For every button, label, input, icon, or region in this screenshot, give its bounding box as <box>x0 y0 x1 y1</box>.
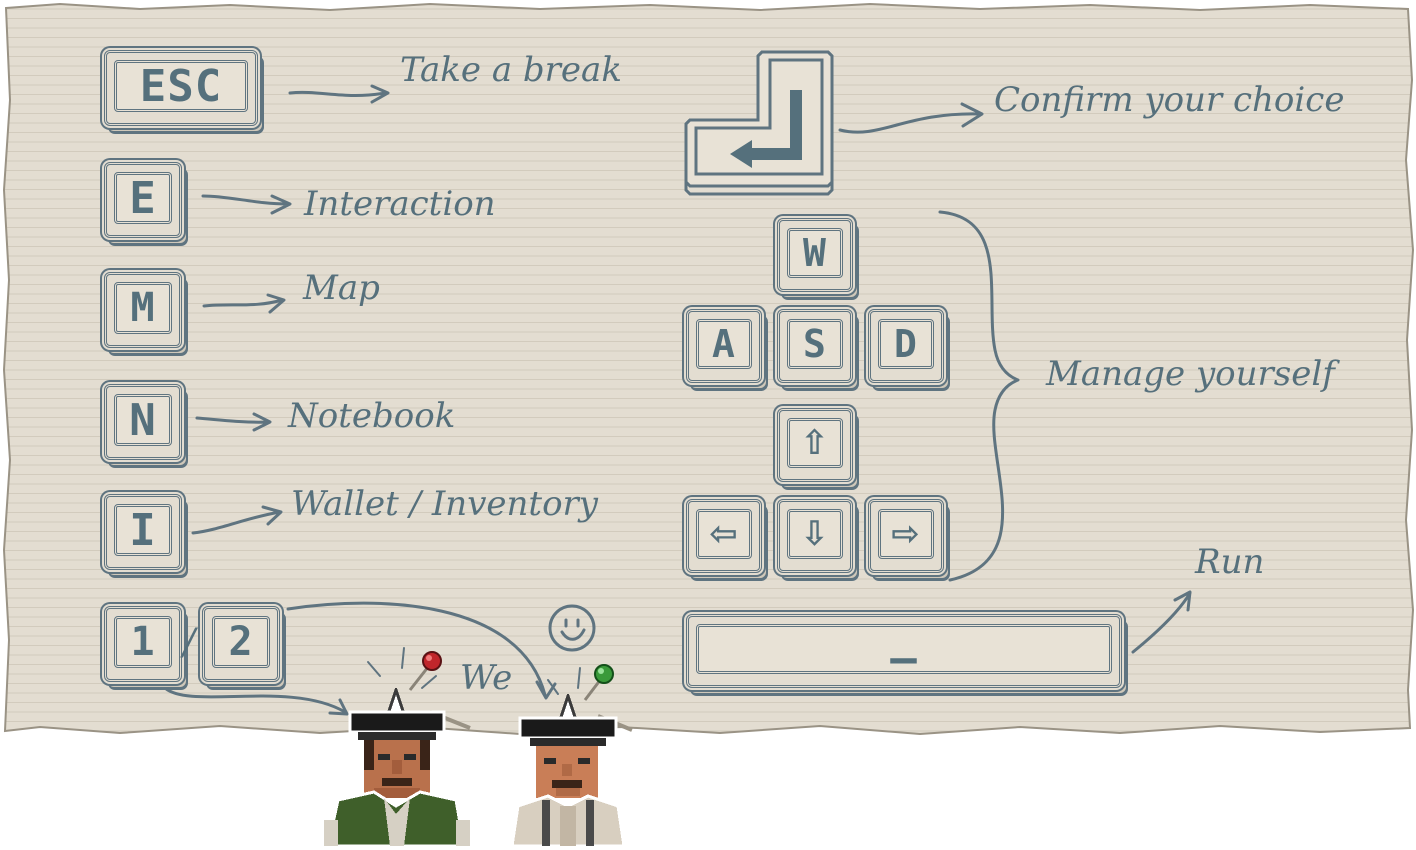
key-enter <box>684 50 834 196</box>
label-space: Run <box>1195 542 1265 582</box>
key-1: 1 <box>104 606 182 682</box>
smiley-face <box>548 604 596 652</box>
key-s-label: S <box>787 319 843 369</box>
arrow-i <box>191 505 283 535</box>
brace-movement <box>938 210 1020 582</box>
arrow-e <box>201 194 292 215</box>
key-e-label: E <box>114 172 172 224</box>
arrow-down-icon: ⇩ <box>800 514 830 554</box>
key-arrow-left: ⇦ <box>686 499 762 573</box>
arrow-one <box>163 686 349 716</box>
key-a: A <box>686 309 762 383</box>
key-arrow-right: ⇨ <box>868 499 944 573</box>
key-w-label: W <box>787 228 843 278</box>
key-i-label: I <box>114 504 172 556</box>
key-n: N <box>104 384 182 460</box>
key-space: — <box>686 614 1122 688</box>
label-enter: Confirm your choice <box>994 80 1345 120</box>
key-m-label: M <box>114 282 172 334</box>
arrow-esc <box>288 84 390 104</box>
key-d-label: D <box>878 319 934 369</box>
arrow-enter <box>838 102 984 134</box>
label-m: Map <box>303 268 380 308</box>
character-green-vest <box>324 688 470 846</box>
arrow-two <box>286 601 557 700</box>
arrow-up-icon: ⇧ <box>800 423 830 463</box>
arrow-m <box>202 293 286 314</box>
label-esc: Take a break <box>400 50 622 90</box>
key-esc-label: ESC <box>114 60 248 112</box>
key-m: M <box>104 272 182 348</box>
key-separator: / <box>183 622 196 663</box>
key-a-label: A <box>696 319 752 369</box>
key-e: E <box>104 162 182 238</box>
key-space-label: — <box>696 624 1112 684</box>
label-e: Interaction <box>304 184 496 224</box>
key-esc: ESC <box>104 50 258 126</box>
arrow-n <box>195 412 272 432</box>
arrow-space <box>1131 590 1192 654</box>
key-d: D <box>868 309 944 383</box>
label-i: Wallet / Inventory <box>291 484 599 524</box>
key-w: W <box>777 218 853 292</box>
key-s: S <box>777 309 853 383</box>
key-2-label: 2 <box>212 616 270 668</box>
key-arrow-down: ⇩ <box>777 499 853 573</box>
pin-red-icon <box>408 651 471 730</box>
arrow-right-icon: ⇨ <box>891 514 921 554</box>
key-1-label: 1 <box>114 616 172 668</box>
key-2: 2 <box>202 606 280 682</box>
character-suspenders <box>510 694 626 846</box>
label-movement: Manage yourself <box>1046 354 1335 394</box>
label-characters: We <box>460 658 513 698</box>
key-n-label: N <box>114 394 172 446</box>
label-n: Notebook <box>288 396 456 436</box>
arrow-left-icon: ⇦ <box>709 514 739 554</box>
key-arrow-up: ⇧ <box>777 408 853 482</box>
key-i: I <box>104 494 182 570</box>
